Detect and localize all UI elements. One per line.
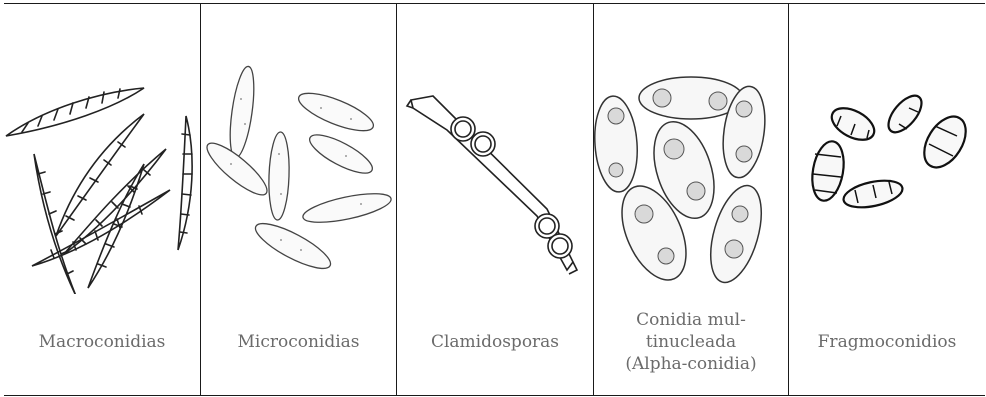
panel-microconidias: Microconidias — [201, 4, 397, 395]
caption-text: Clamidosporas — [431, 331, 559, 353]
macroconidia-illustration — [4, 4, 201, 294]
caption-text: Microconidias — [237, 331, 359, 353]
panel-clamidosporas: Clamidosporas — [397, 4, 594, 395]
caption-clamidosporas: Clamidosporas — [397, 289, 593, 395]
caption-macroconidias: Macroconidias — [4, 289, 200, 395]
spore-types-table: Macroconidias Microconidias — [4, 3, 985, 396]
caption-text: Fragmoconidios — [818, 331, 957, 353]
panel-fragmoconidios: Fragmoconidios — [789, 4, 985, 395]
caption-text: Conidia mul- tinucleada (Alpha-conidia) — [625, 309, 756, 375]
panel-macroconidias: Macroconidias — [4, 4, 201, 395]
caption-text: Macroconidias — [39, 331, 166, 353]
chlamydospore-illustration — [397, 4, 594, 294]
alpha-conidia-illustration — [594, 4, 789, 294]
panel-conidia-multinucleada: Conidia mul- tinucleada (Alpha-conidia) — [594, 4, 789, 395]
caption-microconidias: Microconidias — [201, 289, 396, 395]
caption-conidia-multinucleada: Conidia mul- tinucleada (Alpha-conidia) — [594, 289, 788, 395]
microconidia-illustration — [201, 4, 397, 294]
phragmoconidia-illustration — [789, 4, 985, 294]
caption-fragmoconidios: Fragmoconidios — [789, 289, 985, 395]
